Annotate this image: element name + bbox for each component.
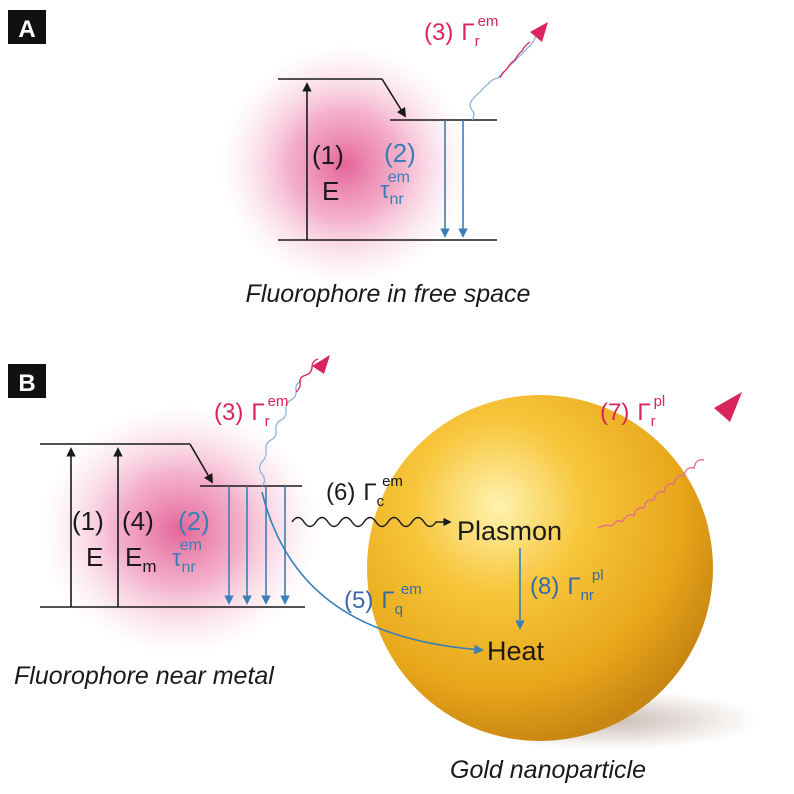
label-a-3: (3)Γrem — [424, 13, 498, 50]
caption-b: Fluorophore near metal — [14, 662, 275, 690]
panel-b-badge-box — [8, 364, 46, 398]
panel-a: A (1) E (2) τnrem (3)Γrem Fluorophore in… — [8, 10, 548, 308]
panel-b-badge: B — [18, 370, 35, 397]
particle-caption: Gold nanoparticle — [450, 756, 646, 784]
relaxation-arrow-b — [189, 443, 213, 484]
tau-b: τnrem — [172, 537, 202, 576]
label-b-8: (8)Γnrpl — [530, 567, 604, 604]
label-b-Em: Em — [125, 542, 157, 576]
label-b-3: (3)Γrem — [214, 393, 288, 430]
label-b-2: (2) — [178, 506, 210, 536]
quenching-arrow — [261, 491, 484, 655]
photon-arrowhead-plasmon — [714, 392, 742, 422]
relaxation-arrow-a — [381, 78, 407, 118]
label-b-7: (7)Γrpl — [600, 393, 665, 430]
label-a-1: (1) — [312, 140, 344, 170]
label-a-E: E — [322, 176, 339, 206]
panel-a-badge-box — [8, 10, 46, 44]
caption-a: Fluorophore in free space — [246, 280, 531, 308]
heat-label: Heat — [487, 636, 545, 666]
label-b-5: (5)Γqem — [344, 581, 422, 618]
plasmon-emission-wave — [597, 459, 705, 529]
emission-wave-a-pink — [499, 41, 531, 79]
panel-b: B (1) E (4) Em (2) τnrem — [8, 355, 760, 784]
label-a-2: (2) — [384, 138, 416, 168]
label-b-1: (1) — [72, 506, 104, 536]
label-b-6: (6)Γcem — [326, 473, 403, 510]
plasmon-label: Plasmon — [457, 516, 562, 546]
label-b-4: (4) — [122, 506, 154, 536]
fluorophore-glow-b — [40, 405, 320, 655]
fluorophore-glow-a — [220, 45, 470, 285]
label-b-E: E — [86, 542, 103, 572]
panel-a-badge: A — [18, 16, 35, 43]
photon-arrowhead-a — [530, 22, 548, 42]
gold-nanoparticle — [367, 395, 713, 741]
emission-wave-b — [258, 380, 303, 487]
tau-a: τnrem — [380, 169, 410, 208]
emission-wave-b-pink — [295, 358, 319, 393]
photon-arrowhead-b — [312, 355, 330, 374]
coupling-wave — [291, 516, 452, 528]
emission-wave-a — [469, 35, 537, 121]
